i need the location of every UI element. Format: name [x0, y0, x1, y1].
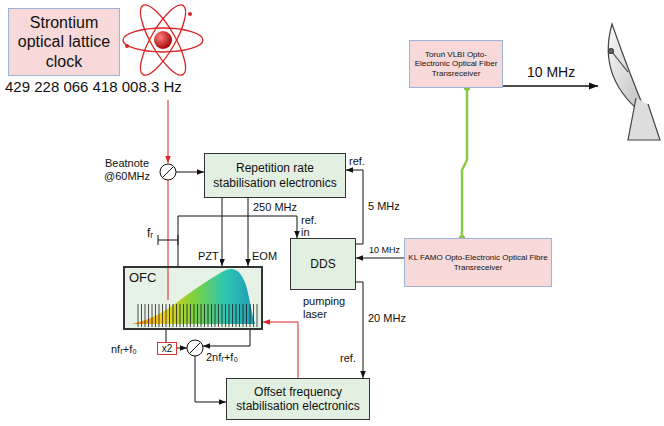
signal-connector: [346, 170, 363, 244]
atom-icon: [123, 0, 203, 81]
process-box: Repetition rate stabilisation electronic…: [204, 153, 346, 198]
clock-box: Strontium optical lattice clock: [8, 8, 120, 76]
node-text: DDS: [310, 257, 335, 271]
node-text: OFC: [129, 270, 156, 286]
signal-connector: [178, 216, 297, 266]
signal-label: nfᵣ+f₀: [111, 343, 137, 356]
signal-connector: [166, 330, 167, 342]
signal-connector: [248, 198, 249, 266]
signal-label: 5 MHz: [367, 200, 401, 213]
node-text: x2: [162, 343, 173, 354]
frequency-label: 429 228 066 418 008.3 Hz: [5, 78, 182, 96]
node-text: KL FAMO Opto-Electronic Optical Fibre Tr…: [408, 253, 548, 272]
signal-connector: [263, 322, 298, 378]
signal-label: 250 MHz: [252, 201, 298, 214]
transceiver-box: Toruń VLBI Opto-Electronic Optical Fiber…: [409, 40, 503, 88]
signal-connector: [356, 282, 363, 378]
signal-label: 2nfᵣ+f₀: [206, 351, 238, 364]
signal-label: EOM: [251, 250, 278, 263]
node-text: Strontium optical lattice clock: [12, 13, 116, 71]
comb-lines: [138, 304, 257, 327]
node-text: Repetition rate stabilisation electronic…: [208, 161, 342, 190]
signal-label: 10 MHz: [368, 245, 401, 256]
process-box: DDS: [290, 238, 356, 290]
ofc-ground: [123, 266, 263, 330]
process-box: Offset frequency stabilisation electroni…: [226, 378, 370, 420]
signal-label: ref.: [340, 352, 356, 365]
signal-label: pumping laser: [302, 295, 356, 321]
signal-label: Beatnote @60MHz: [98, 157, 156, 183]
signal-label: ref. in: [301, 214, 327, 238]
signal-label: 10 MHz: [527, 64, 575, 81]
signal-connector: [222, 198, 223, 266]
symbol-label: fᵣ: [147, 226, 153, 240]
node-text: Offset frequency stabilisation electroni…: [230, 385, 366, 414]
optical-fiber: [462, 88, 467, 238]
comb-box: OFC: [123, 266, 263, 330]
doubler-box: x2: [157, 342, 177, 355]
node-text: Toruń VLBI Opto-Electronic Optical Fiber…: [413, 50, 499, 79]
signal-label: 20 MHz: [367, 312, 407, 325]
transceiver-box: KL FAMO Opto-Electronic Optical Fibre Tr…: [404, 238, 552, 287]
signal-connector: [356, 258, 404, 259]
signal-label: PZT: [197, 250, 220, 263]
signal-wire: [158, 86, 598, 403]
signal-label: ref.: [349, 155, 365, 168]
antenna-icon: [608, 24, 660, 140]
